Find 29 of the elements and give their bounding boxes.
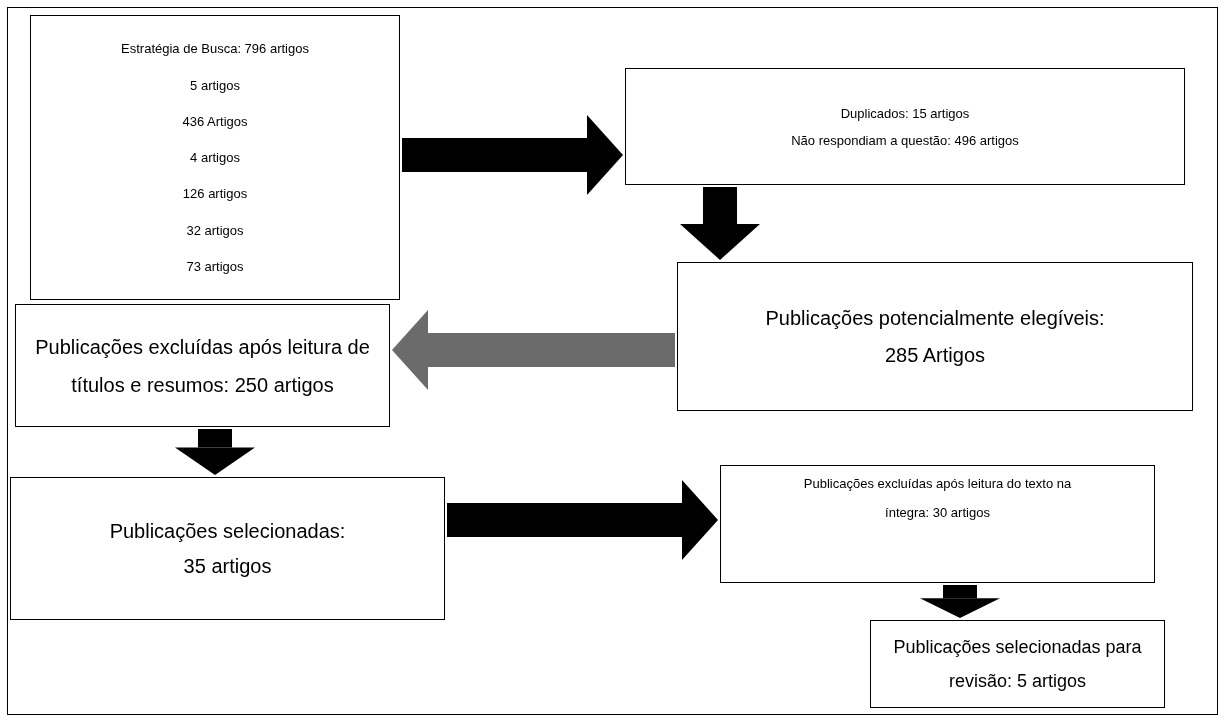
process-box xyxy=(870,620,1165,708)
box-text: 32 artigos xyxy=(186,222,244,238)
box-text: 4 artigos xyxy=(190,150,240,165)
box-text: 285 Artigos xyxy=(884,343,986,367)
box-text: Publicações potencialmente elegíveis: xyxy=(765,306,1105,330)
box-text: 35 artigos xyxy=(183,554,272,578)
process-box xyxy=(10,477,445,620)
block-arrow xyxy=(680,187,760,260)
block-arrow xyxy=(920,585,1000,618)
block-arrow xyxy=(447,480,718,560)
box-text: Publicações excluídas após leitura de títulos e resumos: 250 artigos xyxy=(34,334,371,398)
box-text: Publicações selecionadas para revisão: 5 artigos xyxy=(892,635,1143,693)
box-text: 73 artigos xyxy=(186,258,244,274)
block-arrow xyxy=(175,429,255,475)
process-box xyxy=(677,262,1193,411)
box-text: Duplicados: 15 artigos xyxy=(840,105,970,121)
process-box xyxy=(625,68,1185,185)
process-box xyxy=(720,465,1155,583)
process-box xyxy=(30,15,400,300)
box-text: Publicações selecionadas: xyxy=(109,519,346,543)
box-text: 5 artigos xyxy=(190,77,240,93)
box-text: Estratégia de Busca: 796 artigos xyxy=(121,41,309,57)
box-text: 126 artigos xyxy=(182,186,248,202)
box-text: Publicações excluídas após leitura do texto na íntegra: 30 artigos xyxy=(802,475,1073,522)
block-arrow xyxy=(392,310,675,390)
box-text: 436 Artigos xyxy=(182,113,248,129)
block-arrow xyxy=(402,115,623,195)
box-text: Não respondiam a questão: 496 artigos xyxy=(791,132,1019,148)
process-box xyxy=(15,304,390,427)
